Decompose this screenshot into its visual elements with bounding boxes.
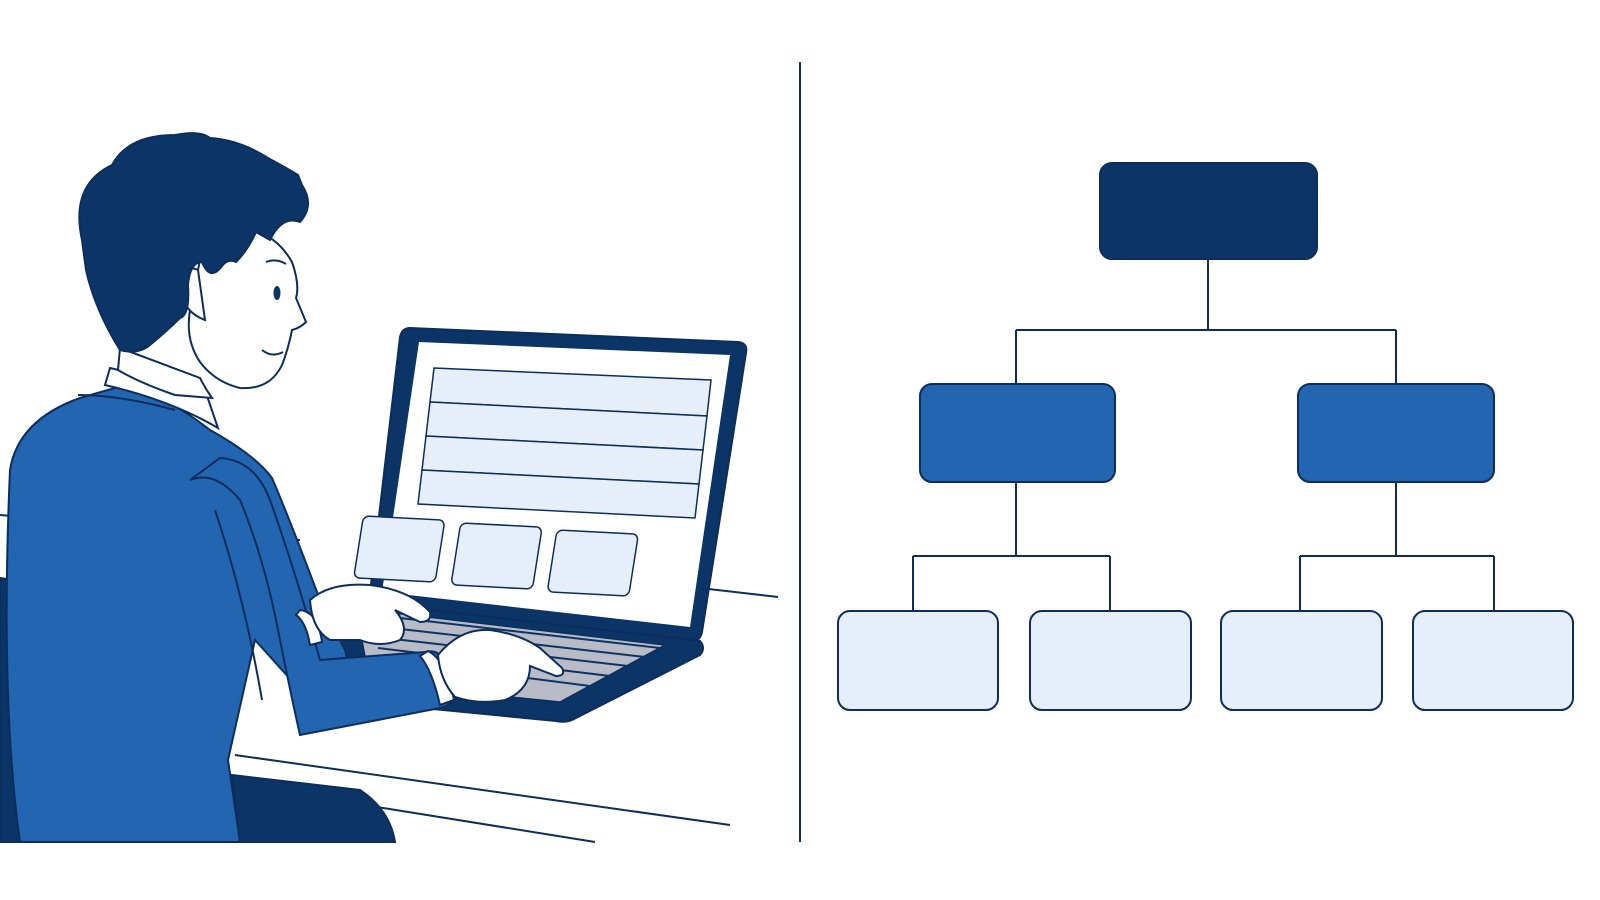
- person-neck: [116, 346, 215, 400]
- shirt-cuff: [294, 608, 324, 647]
- person-at-laptop-illustration: [0, 132, 779, 843]
- shirt-collar: [103, 366, 220, 431]
- person-hand: [308, 583, 432, 645]
- screen-list-row: [417, 469, 700, 519]
- person-jacket-shadow: [230, 773, 397, 843]
- org-node-report: [1220, 610, 1383, 711]
- screen-card: [353, 515, 445, 583]
- org-node-root: [1099, 162, 1318, 260]
- person-hand: [436, 628, 565, 703]
- org-chart: [837, 162, 1574, 711]
- org-node-report: [1029, 610, 1192, 711]
- org-node-report: [837, 610, 999, 711]
- person-smile: [261, 349, 284, 356]
- org-node-report: [1412, 610, 1574, 711]
- org-node-left-manager: [919, 383, 1116, 483]
- screen-card: [547, 529, 639, 597]
- org-node-right-manager: [1297, 383, 1495, 483]
- person-eye: [273, 286, 281, 300]
- screen-card: [451, 522, 543, 590]
- org-chart-connectors: [912, 258, 1495, 611]
- person-hair: [78, 132, 309, 353]
